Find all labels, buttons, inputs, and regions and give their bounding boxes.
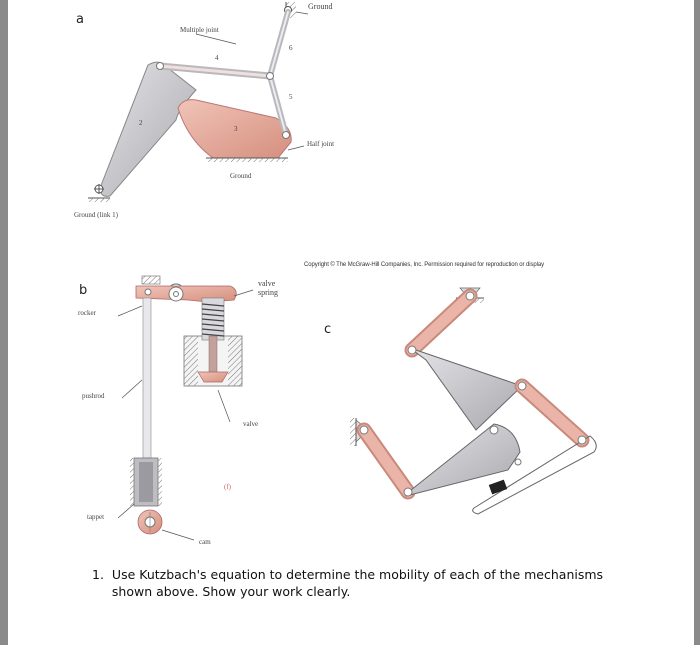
panel-b-diagram: [117, 275, 254, 541]
label-ground-top: Ground: [308, 2, 333, 11]
link-3-pink-body: [177, 99, 292, 159]
viewer-frame-right: [694, 0, 700, 645]
label-cam: cam: [199, 538, 211, 546]
panel-c-lower-plate: [405, 423, 521, 497]
tappet: [130, 457, 162, 507]
question-number: 1.: [92, 567, 104, 582]
question-line-1: Use Kutzbach's equation to determine the…: [111, 567, 604, 582]
viewer-frame-left: [0, 0, 8, 645]
panel-c-joint-f: [514, 458, 522, 466]
label-link-2: 2: [139, 119, 143, 127]
label-link-3: 3: [234, 125, 238, 133]
label-link-5: 5: [289, 93, 293, 101]
panel-b-letter: b: [79, 283, 88, 298]
copyright-notice: Copyright © The McGraw-Hill Companies, I…: [304, 262, 544, 268]
leader-pushrod: [121, 379, 143, 399]
leader-valve: [217, 389, 231, 423]
panel-c-link-right: [514, 378, 590, 448]
cam: [137, 509, 163, 535]
panel-a-letter: a: [76, 12, 84, 27]
leader-valve-spring: [233, 289, 254, 297]
label-pushrod: pushrod: [82, 392, 105, 400]
label-f-mark: (f): [224, 483, 231, 491]
link-5-bar: [266, 72, 290, 139]
label-ground-mid: Ground: [230, 172, 252, 180]
label-valve-spring-line2: spring: [258, 288, 278, 297]
label-valve: valve: [243, 420, 259, 428]
link-6-bar: [267, 9, 291, 79]
question-block: 1. Use Kutzbach's equation to determine …: [92, 566, 603, 600]
leader-multiple-joint: [195, 33, 237, 45]
leader-tappet: [117, 503, 135, 519]
panel-c-letter: c: [324, 322, 332, 337]
ground-link1-pivot: [88, 184, 110, 202]
panel-c-joint-b: [517, 381, 527, 391]
label-multiple-joint: Multiple joint: [180, 26, 219, 34]
label-tappet: tappet: [87, 513, 105, 521]
panel-c-joint-e: [403, 487, 413, 497]
panel-a-diagram: [88, 2, 309, 202]
ground-mid-support: [206, 157, 288, 162]
panel-c-link-left: [356, 422, 416, 500]
leader-half-joint: [287, 145, 305, 151]
panel-c-link-upper: [404, 288, 478, 358]
label-rocker: rocker: [78, 309, 96, 317]
leader-ground-top: [295, 11, 309, 15]
panel-c-upper-plate: [409, 347, 523, 431]
leader-rocker: [117, 305, 143, 317]
panel-c-guide-frame: [472, 435, 597, 515]
label-half-joint: Half joint: [307, 140, 335, 148]
label-valve-spring: valve spring: [258, 279, 278, 297]
label-valve-spring-line1: valve: [258, 279, 276, 288]
label-ground-link1: Ground (link 1): [74, 211, 118, 219]
leader-cam: [161, 529, 195, 541]
panel-c-diagram: [350, 287, 597, 515]
question-line-2: shown above. Show your work clearly.: [111, 584, 351, 599]
panel-c-joint-d: [489, 425, 499, 435]
panel-c-joint-a: [407, 345, 417, 355]
document-page: a b c: [8, 0, 694, 645]
label-link-6: 6: [289, 44, 293, 52]
valve-spring-assembly: [183, 297, 243, 387]
label-link-4: 4: [215, 54, 219, 62]
panel-c-joint-c: [577, 435, 587, 445]
link-4-bar: [156, 62, 274, 80]
